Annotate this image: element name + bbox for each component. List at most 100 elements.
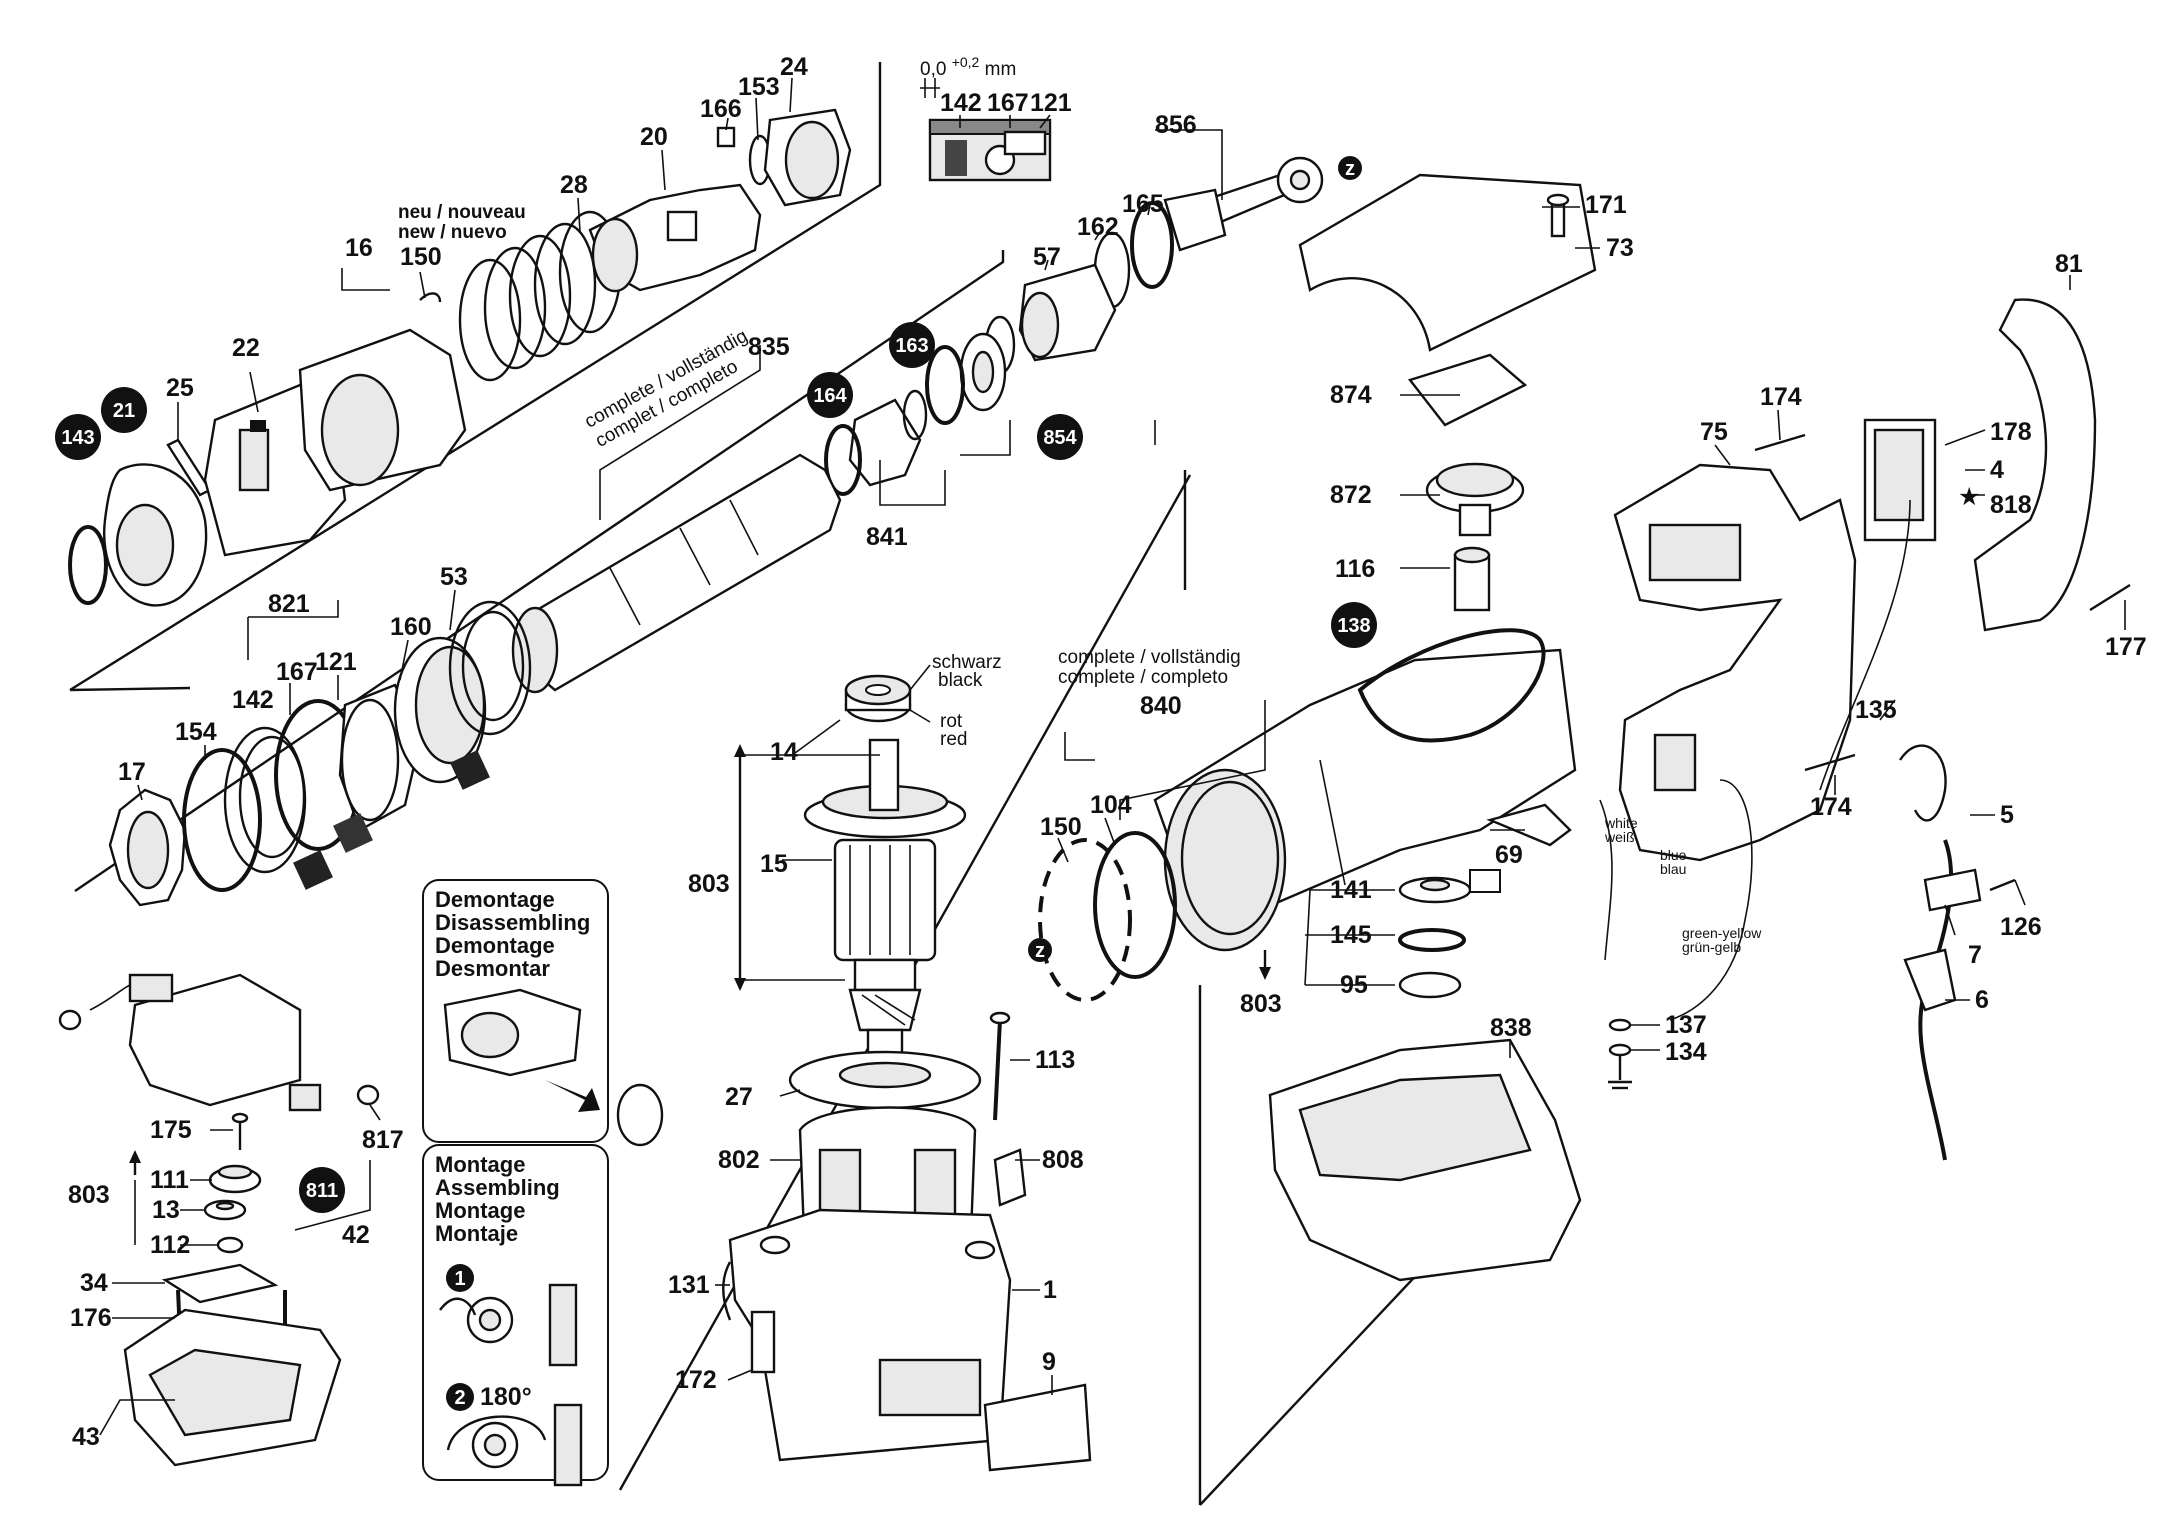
label-17: 17 xyxy=(118,758,146,786)
part-20-tool-holder-sleeve xyxy=(588,183,762,293)
part-840-gear-housing xyxy=(1153,648,1577,952)
part-154-circlip xyxy=(182,748,262,892)
assembly-line3: Montage xyxy=(435,1198,525,1223)
label-803-motor: 803 xyxy=(688,870,730,898)
label-177: 177 xyxy=(2105,633,2147,661)
label-73: 73 xyxy=(1606,234,1634,262)
note-new-line2: new / nuevo xyxy=(398,222,507,243)
badge-143: 143 xyxy=(55,414,101,460)
part-171-screw xyxy=(1546,193,1570,238)
part-111-sleeve xyxy=(208,1164,262,1194)
badge-z2: z xyxy=(1028,938,1052,962)
wire-black-de: schwarz xyxy=(932,652,1002,673)
wire-black-en: black xyxy=(938,670,983,691)
label-802: 802 xyxy=(718,1146,760,1174)
label-9: 9 xyxy=(1042,1348,1056,1376)
part-872-gear xyxy=(1425,462,1525,537)
label-835: 835 xyxy=(748,333,790,361)
part-134-screw xyxy=(1608,1043,1632,1090)
label-142: 142 xyxy=(232,686,274,714)
label-20: 20 xyxy=(640,123,668,151)
complete-835-note: complete / vollständig complet / complet… xyxy=(581,326,751,452)
tolerance-unit: mm xyxy=(985,59,1017,80)
part-43-bottom-cover xyxy=(123,1308,342,1467)
assembly-step-2: 2 xyxy=(454,1387,465,1409)
part-95-oring xyxy=(1398,971,1462,999)
wire-white-en: white xyxy=(1604,815,1638,831)
assembly-step-1: 1 xyxy=(454,1268,465,1290)
label-808: 808 xyxy=(1042,1146,1084,1174)
part-138-seal-ring xyxy=(1357,628,1546,743)
part-16-clutch-housing xyxy=(298,328,467,492)
label-28: 28 xyxy=(560,171,588,199)
disassembly-line1: Demontage xyxy=(435,887,555,912)
label-874: 874 xyxy=(1330,381,1372,409)
label-1: 1 xyxy=(1043,1276,1057,1304)
complete-840-note: complete / vollständig complete / comple… xyxy=(1058,647,1241,688)
assembly-angle: 180° xyxy=(480,1383,532,1411)
label-81: 81 xyxy=(2055,250,2083,278)
label-841: 841 xyxy=(866,523,908,551)
part-labels: 24 153 166 20 28 16 150 22 25 142 167 12… xyxy=(68,53,2147,1451)
label-803-gear: 803 xyxy=(1240,990,1282,1018)
part-15-fan-baffle xyxy=(803,738,967,839)
label-162: 162 xyxy=(1077,213,1119,241)
label-174-lower: 174 xyxy=(1810,793,1852,821)
label-21: 21 xyxy=(113,400,135,422)
part-141-bearing xyxy=(1398,869,1501,904)
label-95: 95 xyxy=(1340,971,1368,999)
tolerance-value: 0,0 xyxy=(920,59,946,80)
svg-text:0,0 +0,2 mm: 0,0 +0,2 mm xyxy=(920,51,1016,80)
label-142-detail: 142 xyxy=(940,89,982,117)
badge-164: 164 xyxy=(807,372,853,418)
disassembly-line4: Desmontar xyxy=(435,956,550,981)
label-4: 4 xyxy=(1990,456,2004,484)
new-version-note: neu / nouveau new / nuevo xyxy=(398,202,526,243)
part-21-cap xyxy=(103,463,208,607)
part-112-nut xyxy=(216,1236,244,1254)
part-75-handle-housing xyxy=(1613,463,1857,862)
label-153: 153 xyxy=(738,73,780,101)
label-121-detail: 121 xyxy=(1030,89,1072,117)
label-165: 165 xyxy=(1122,190,1164,218)
label-14: 14 xyxy=(770,738,798,766)
part-104-oring xyxy=(1093,831,1177,979)
part-69-lever xyxy=(1486,803,1572,847)
badge-21: 21 xyxy=(101,387,147,433)
badge-z1: z xyxy=(1338,156,1362,180)
part-165-oring xyxy=(1130,201,1174,289)
label-135: 135 xyxy=(1855,696,1897,724)
label-872: 872 xyxy=(1330,481,1372,509)
label-811: 811 xyxy=(306,1180,338,1202)
label-145: 145 xyxy=(1330,921,1372,949)
wire-red-de: rot xyxy=(940,711,963,732)
part-145-circlip xyxy=(1398,928,1466,952)
arrow-803-up xyxy=(129,1150,141,1175)
label-176: 176 xyxy=(70,1304,112,1332)
part-856-connecting-rod xyxy=(1163,156,1324,252)
label-7: 7 xyxy=(1968,941,1982,969)
label-16: 16 xyxy=(345,234,373,262)
arrow-803-motor-span xyxy=(734,744,880,991)
part-817-spring xyxy=(58,1009,380,1106)
leader-lines xyxy=(99,77,2126,1436)
part-116-bushing xyxy=(1453,546,1491,612)
part-137-screw xyxy=(1608,1018,1632,1032)
assembly-line4: Montaje xyxy=(435,1221,518,1246)
part-135-cable-loop xyxy=(1899,744,1947,822)
note-new-line1: neu / nouveau xyxy=(398,202,526,223)
label-818: 818 xyxy=(1990,491,2032,519)
wire-blue-en: blue xyxy=(1660,847,1687,863)
label-154: 154 xyxy=(175,718,217,746)
note-840-line2: complete / completo xyxy=(1058,667,1228,688)
badge-138: 138 xyxy=(1331,602,1377,648)
wire-gy-en: green-yellow xyxy=(1682,925,1762,941)
part-150-oring-dashed xyxy=(1038,838,1132,1002)
part-835-guide-tube xyxy=(511,453,842,694)
label-803-brush: 803 xyxy=(68,1181,110,1209)
badge-163: 163 xyxy=(889,322,935,368)
wire-red-en: red xyxy=(940,729,967,750)
wire-white-de: weiß xyxy=(1604,829,1635,845)
label-143: 143 xyxy=(61,427,94,449)
